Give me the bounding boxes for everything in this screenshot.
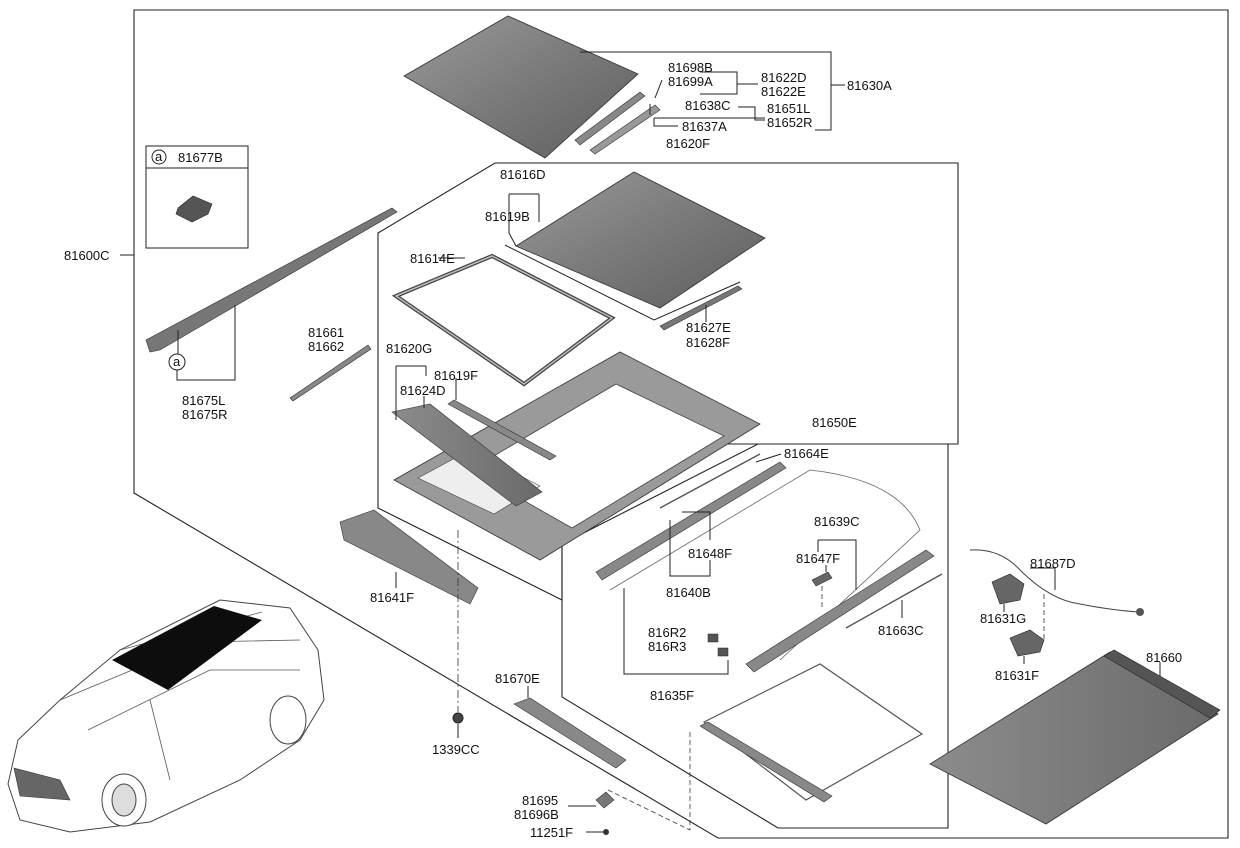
deflector-81627E [659, 285, 743, 331]
label-81662: 81662 [308, 339, 344, 354]
label-81619F: 81619F [434, 368, 478, 383]
rail-strip-81663C [845, 573, 943, 629]
label-81614E: 81614E [410, 251, 455, 266]
callout-letter-a: a [173, 354, 181, 369]
label-81660: 81660 [1146, 650, 1182, 665]
label-81647F: 81647F [796, 551, 840, 566]
bracket-816R2 [707, 633, 719, 643]
roof-glass-panel [403, 15, 639, 159]
label-81651L: 81651L [767, 101, 810, 116]
vehicle-illustration [7, 599, 325, 833]
glass-bracket [589, 104, 661, 155]
label-81696B: 81696B [514, 807, 559, 822]
roller-tube [1103, 649, 1221, 719]
bracket-81695 [595, 791, 615, 809]
label-81699A: 81699A [668, 74, 713, 89]
label-81641F: 81641F [370, 590, 414, 605]
clip-1339CC [452, 712, 464, 724]
bolt-11251F [603, 829, 609, 835]
label-81677B: 81677B [178, 150, 223, 165]
front-bracket-81641F [339, 509, 479, 605]
label-11251F: 11251F [530, 825, 573, 840]
label-81628F: 81628F [686, 335, 730, 350]
label-81631F: 81631F [995, 668, 1039, 683]
label-81675L: 81675L [182, 393, 225, 408]
inset-callout-circle [151, 149, 167, 165]
molding-81661 [289, 344, 372, 402]
label-81616D: 81616D [500, 167, 546, 182]
label-816R2: 816R2 [648, 625, 686, 640]
glass-seal-strip [574, 91, 646, 146]
label-81640B: 81640B [666, 585, 711, 600]
label-81630A: 81630A [847, 78, 892, 93]
label-81675R: 81675R [182, 407, 228, 422]
label-81664E: 81664E [784, 446, 829, 461]
cross-member-81619F [447, 399, 557, 461]
inset-box [145, 145, 249, 249]
sunshade-mechanism-frame [702, 663, 924, 801]
seal-ring-81614E [391, 253, 616, 387]
bracket-816R3 [717, 647, 729, 657]
label-81670E: 81670E [495, 671, 540, 686]
label-81624D: 81624D [400, 383, 446, 398]
sunshade-panel-81624D [391, 403, 543, 507]
label-81663C: 81663C [878, 623, 924, 638]
roller-blind-81660 [929, 651, 1219, 825]
drain-channel-81664E [659, 453, 761, 509]
wiring-harness-81687D [969, 549, 1139, 613]
roof-rail-81675 [145, 207, 398, 353]
label-81687D: 81687D [1030, 556, 1076, 571]
label-81635F: 81635F [650, 688, 694, 703]
sub-assembly-frame-81650E [561, 443, 949, 829]
label-81622D: 81622D [761, 70, 807, 85]
label-81652R: 81652R [767, 115, 813, 130]
label-81627E: 81627E [686, 320, 731, 335]
label-81637A: 81637A [682, 119, 727, 134]
label-81620G: 81620G [386, 341, 432, 356]
label-81695: 81695 [522, 793, 558, 808]
module-81631F [1009, 629, 1045, 657]
inset-callout-letter: a [155, 149, 163, 164]
label-81622E: 81622E [761, 84, 806, 99]
bracket-81647F [811, 571, 833, 587]
mechanism-front-bar [699, 721, 833, 803]
molding-81670E [513, 697, 627, 769]
cable-loop [609, 469, 921, 661]
label-81698B: 81698B [668, 60, 713, 75]
clip-part-icon [175, 195, 213, 223]
label-816R3: 816R3 [648, 639, 686, 654]
inner-glass-panel-81616D [515, 171, 766, 309]
label-81661: 81661 [308, 325, 344, 340]
label-1339CC: 1339CC [432, 742, 480, 757]
label-81631G: 81631G [980, 611, 1026, 626]
assembly-frame [133, 9, 1229, 839]
module-81631G [991, 573, 1025, 605]
guide-rail-left-81640B [595, 461, 787, 581]
label-81638C: 81638C [685, 98, 731, 113]
label-81620F: 81620F [666, 136, 710, 151]
label-81650E: 81650E [812, 415, 857, 430]
guide-rail-right-81639C [745, 549, 935, 673]
label-81619B: 81619B [485, 209, 530, 224]
harness-connector [1136, 608, 1144, 616]
label-81639C: 81639C [814, 514, 860, 529]
label-81648F: 81648F [688, 546, 732, 561]
label-81600C: 81600C [64, 248, 110, 263]
sunroof-glass-highlight [112, 606, 262, 690]
